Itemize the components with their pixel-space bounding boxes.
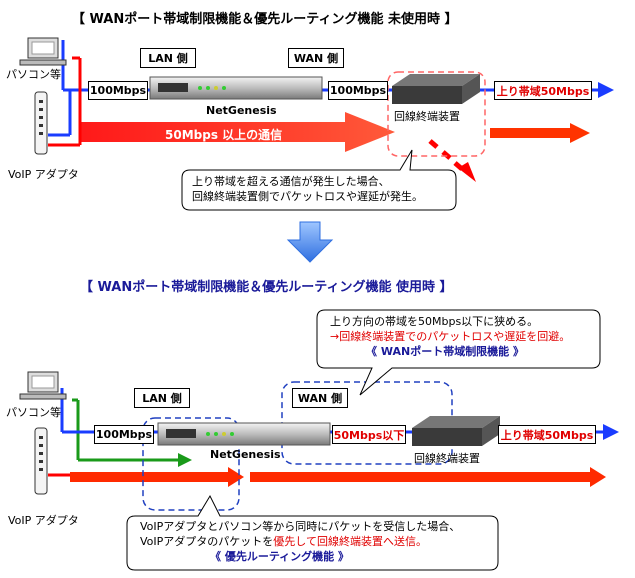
- bottom-router-name: NetGenesis: [210, 448, 281, 461]
- top-pc-label: パソコン等: [6, 68, 61, 81]
- top-overflow-arrow: [80, 112, 395, 152]
- bottom-bubble-limit: [316, 309, 601, 396]
- bottom-bubble-priority-text: VoIPアダプタとパソコン等から同時にパケットを受信した場合、 VoIPアダプタ…: [140, 519, 460, 564]
- bottom-bubble1-line1: 上り方向の帯域を50Mbps以下に狭める。: [330, 315, 539, 328]
- bottom-green-arrow: [78, 453, 192, 467]
- bottom-voip-label: VoIP アダプタ: [8, 514, 79, 527]
- top-note-line2: 回線終端装置側でパケットロスや遅延が発生。: [192, 190, 423, 203]
- top-note-bubble: [181, 149, 457, 211]
- bottom-router: [157, 422, 331, 446]
- bottom-limit-label: 50Mbps以下: [332, 425, 406, 444]
- top-router-name: NetGenesis: [206, 104, 277, 117]
- top-lan-label: LAN 側: [140, 48, 196, 68]
- bottom-pc-icon: [19, 371, 67, 400]
- top-note-line1: 上り帯域を超える通信が発生した場合、: [192, 175, 390, 188]
- bottom-device-label: 回線終端装置: [414, 452, 480, 465]
- bottom-bubble2-line2a: VoIPアダプタのパケットを: [140, 535, 274, 548]
- down-arrow: [286, 221, 334, 263]
- bottom-lan-label: LAN 側: [134, 388, 190, 408]
- top-title: 【 WANポート帯域制限機能＆優先ルーティング機能 未使用時 】: [72, 12, 458, 27]
- bottom-bubble2-line2b: 優先して回線終端装置へ送信。: [273, 535, 427, 548]
- top-speed-mid: 100Mbps: [328, 81, 388, 100]
- top-router: [149, 76, 323, 100]
- top-note: 上り帯域を超える通信が発生した場合、 回線終端装置側でパケットロスや遅延が発生。: [192, 174, 423, 204]
- bottom-bubble-limit-text: 上り方向の帯域を50Mbps以下に狭める。 →回線終端装置でのパケットロスや遅延…: [330, 314, 570, 359]
- top-packet-loss: [428, 139, 476, 182]
- bottom-termination-device: [412, 416, 500, 446]
- top-red-out-arrow: [490, 123, 590, 143]
- bottom-bubble1-feature: 《 WANポート帯域制限機能 》: [366, 345, 525, 358]
- bottom-bubble2-feature: 《 優先ルーティング機能 》: [210, 550, 349, 563]
- bottom-voip-icon: [34, 427, 48, 495]
- bottom-red-arrow-right: [250, 467, 606, 487]
- bottom-bubble2-line1: VoIPアダプタとパソコン等から同時にパケットを受信した場合、: [140, 520, 461, 533]
- bottom-wan-label: WAN 側: [292, 388, 348, 408]
- bottom-title: 【 WANポート帯域制限機能＆優先ルーティング機能 使用時 】: [80, 280, 453, 295]
- top-device-label: 回線終端装置: [394, 110, 460, 123]
- bottom-bubble2-line2: VoIPアダプタのパケットを優先して回線終端装置へ送信。: [140, 534, 460, 549]
- top-voip-label: VoIP アダプタ: [8, 168, 79, 181]
- bottom-speed-left: 100Mbps: [94, 425, 154, 444]
- top-wan-label: WAN 側: [288, 48, 344, 68]
- bottom-bubble1-line2: →回線終端装置でのパケットロスや遅延を回避。: [330, 330, 571, 343]
- top-speed-left: 100Mbps: [88, 81, 148, 100]
- bottom-upstream-label: 上り帯域50Mbps: [498, 425, 596, 444]
- bottom-bubble-priority: [126, 494, 499, 571]
- top-overflow-label: 50Mbps 以上の通信: [165, 128, 283, 142]
- top-voip-icon: [34, 91, 48, 155]
- bottom-lan-highlight: [142, 417, 240, 511]
- top-upstream-label: 上り帯域50Mbps: [494, 81, 592, 100]
- bottom-red-arrow-left: [70, 467, 244, 487]
- bottom-pc-label: パソコン等: [6, 406, 61, 419]
- top-pc-icon: [19, 37, 67, 66]
- top-termination-device: [392, 74, 480, 104]
- top-device-highlight: [387, 71, 486, 157]
